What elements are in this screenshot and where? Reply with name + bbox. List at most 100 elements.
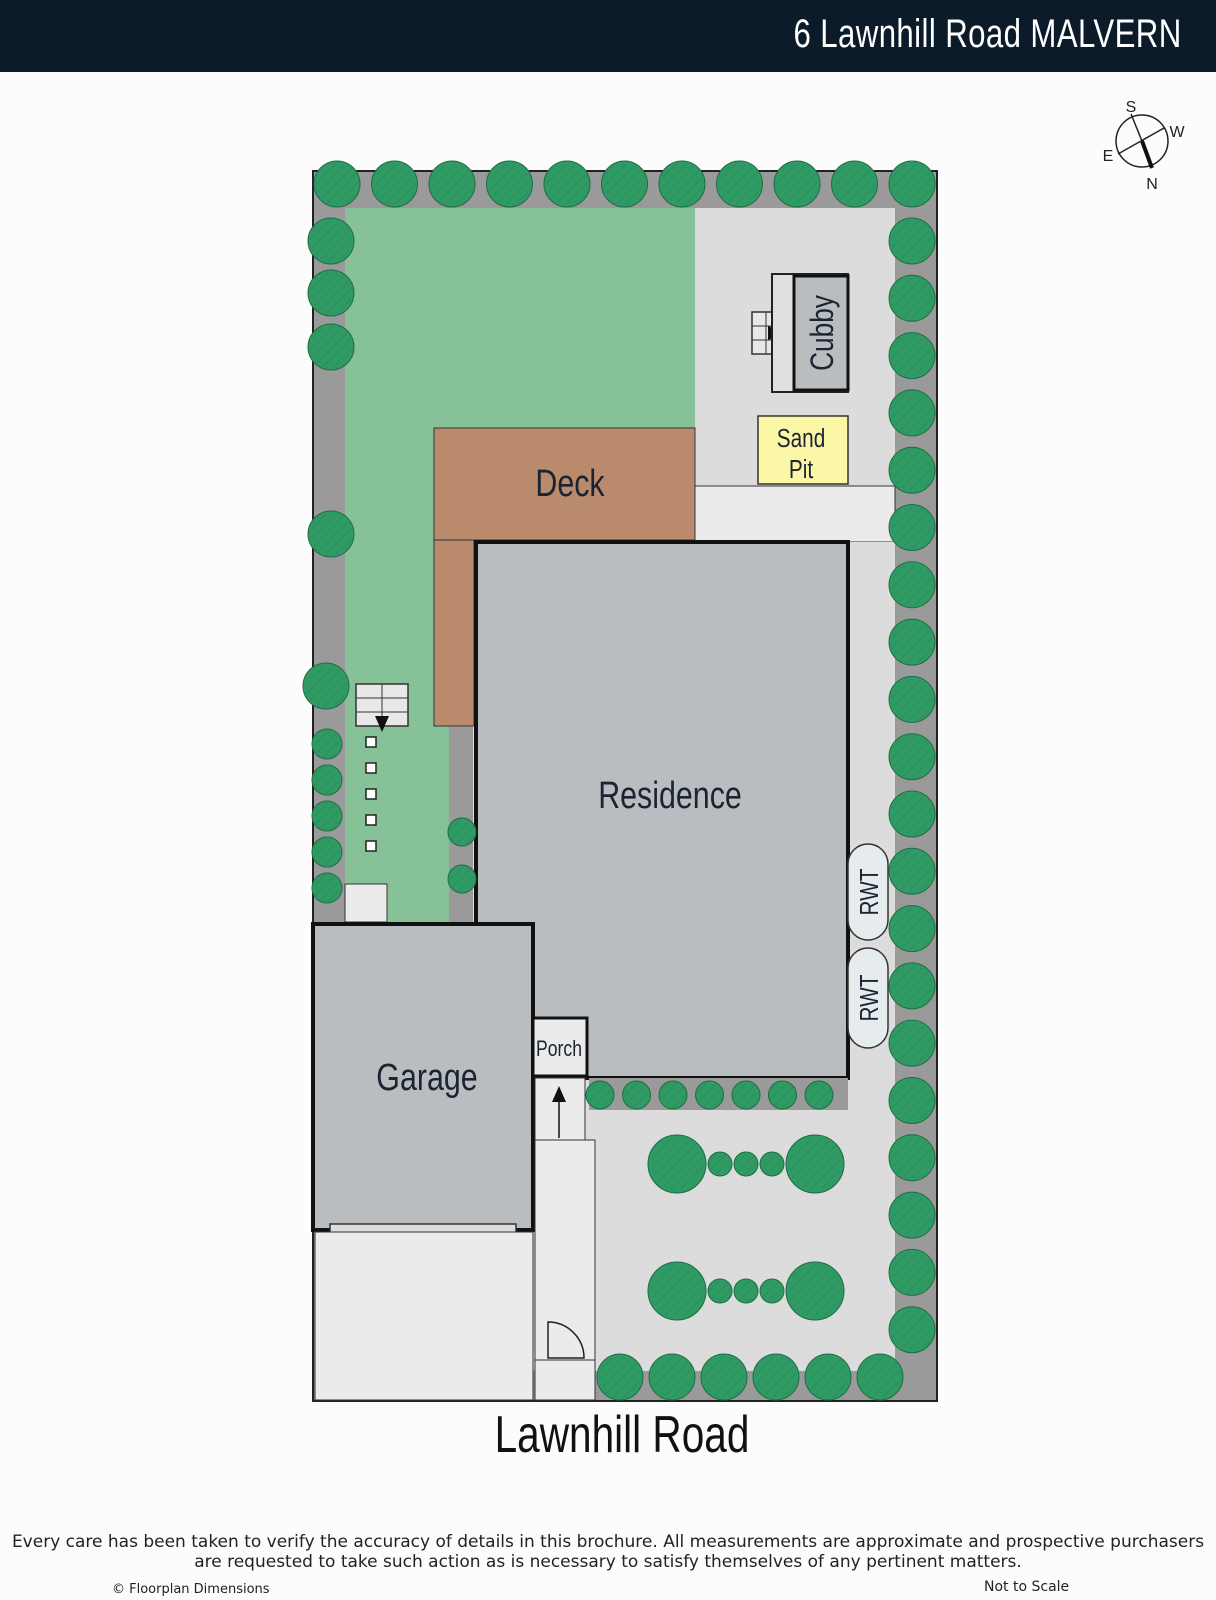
tree-foliage (603, 163, 646, 205)
tree-foliage (761, 1153, 783, 1175)
tree-foliage (313, 802, 341, 830)
tree-foliage (891, 1309, 933, 1351)
tree-foliage (305, 665, 347, 707)
tree-foliage (891, 1194, 933, 1236)
tree-foliage (650, 1137, 704, 1191)
tree-foliage (310, 220, 352, 262)
entry-path-end (534, 1359, 596, 1401)
tree-foliage (891, 220, 933, 262)
header-bar: 6 Lawnhill Road MALVERN (0, 0, 1216, 72)
tree-foliage (313, 874, 341, 902)
compass-e: E (1103, 148, 1114, 165)
tree-foliage (488, 163, 531, 205)
tree-foliage (313, 730, 341, 758)
tree-foliage (807, 1356, 849, 1398)
tree-foliage (788, 1264, 842, 1318)
tree-foliage (891, 564, 933, 606)
tree-foliage (703, 1356, 745, 1398)
tree-foliage (310, 272, 352, 314)
tree-foliage (316, 163, 358, 205)
porch (531, 1016, 589, 1078)
tree-foliage (310, 513, 352, 555)
driveway (314, 1231, 534, 1401)
tree-foliage (310, 326, 352, 368)
sand-pit-label-line1: Sand (777, 424, 826, 453)
stepping-stone (365, 736, 377, 748)
tree-foliage (651, 1356, 693, 1398)
tree-foliage (891, 736, 933, 778)
tree-foliage (891, 965, 933, 1007)
tree-foliage (599, 1356, 641, 1398)
tree-foliage (587, 1082, 613, 1108)
tree-foliage (761, 1280, 783, 1302)
not-to-scale-note: Not to Scale (984, 1579, 1070, 1595)
cubby-label: Cubby (806, 295, 841, 371)
stepping-stone (365, 788, 377, 800)
tree-foliage (891, 277, 933, 319)
front-garden (597, 1110, 895, 1360)
rainwater-tank-1 (847, 843, 889, 941)
disclaimer: Every care has been taken to verify the … (0, 1532, 1216, 1572)
tree-foliage (806, 1082, 832, 1108)
tree-foliage (891, 1251, 933, 1294)
stepping-stone (365, 762, 377, 774)
compass: S W E N (1103, 99, 1186, 193)
tree-foliage (891, 1022, 933, 1064)
tree-foliage (449, 819, 475, 845)
tree-foliage (709, 1280, 731, 1302)
tree-foliage (891, 334, 933, 377)
sand-pit (757, 415, 849, 485)
tree-foliage (859, 1356, 901, 1398)
copyright-note: © Floorplan Dimensions (112, 1582, 270, 1597)
tree-foliage (891, 449, 933, 491)
tree-foliage (891, 392, 933, 434)
tree-foliage (660, 1082, 686, 1108)
tree-foliage (788, 1137, 842, 1191)
property-address-title: 6 Lawnhill Road MALVERN (793, 12, 1182, 56)
tree-foliage (650, 1264, 704, 1318)
entry-steps (534, 1077, 586, 1141)
tree-foliage (755, 1356, 797, 1398)
compass-s: S (1126, 99, 1137, 116)
tree-foliage (733, 1082, 759, 1108)
tree-foliage (449, 866, 475, 892)
paving-strip (694, 485, 896, 543)
garage-building (311, 922, 535, 1232)
front-gate (547, 1321, 585, 1359)
stepping-stone (365, 840, 377, 852)
tree-foliage (891, 506, 933, 549)
tree-foliage (661, 163, 703, 205)
tree-foliage (891, 163, 933, 205)
tree-layer (302, 160, 936, 1401)
tree-foliage (891, 1079, 933, 1122)
compass-w: W (1169, 124, 1185, 141)
stepping-stone (365, 814, 377, 826)
tree-foliage (313, 766, 341, 794)
tree-foliage (891, 621, 933, 663)
deck-side (433, 539, 475, 727)
rainwater-tank-2 (847, 947, 889, 1049)
street-name: Lawnhill Road (495, 1405, 750, 1463)
arrow-down-icon (375, 716, 389, 732)
tree-foliage (891, 678, 933, 721)
tree-foliage (709, 1153, 731, 1175)
deck-label: Deck (535, 463, 605, 505)
tree-foliage (891, 850, 933, 892)
tree-foliage (891, 793, 933, 835)
tree-foliage (546, 163, 588, 205)
rwt-label-2: RWT (855, 975, 884, 1022)
tree-foliage (891, 907, 933, 950)
sand-pit-label-line2: Pit (789, 455, 814, 484)
rwt-label-1: RWT (855, 869, 884, 916)
lawn-area (345, 208, 695, 726)
tree-foliage (623, 1082, 650, 1108)
tree-foliage (735, 1280, 757, 1302)
compass-n: N (1146, 176, 1158, 193)
tree-foliage (696, 1082, 723, 1108)
porch-label: Porch (536, 1037, 582, 1061)
tree-foliage (373, 163, 416, 205)
cubby-building (792, 274, 850, 392)
tree-foliage (735, 1153, 757, 1175)
arrow-up-icon (552, 1086, 566, 1102)
